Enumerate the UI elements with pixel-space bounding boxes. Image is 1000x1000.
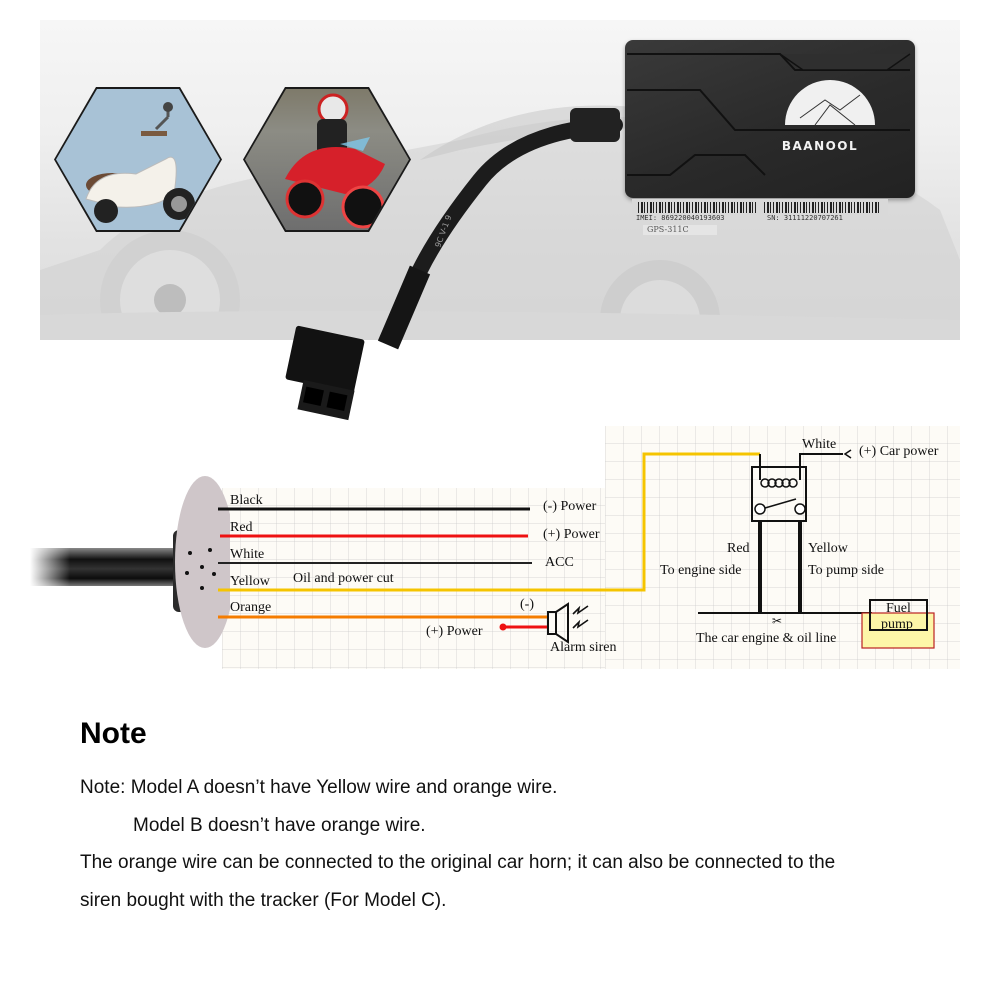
relay-white-label: White	[802, 437, 837, 452]
note-line-model-c: siren bought with the tracker (For Model…	[80, 890, 447, 911]
note-line-model-a: Note: Model A doesn’t have Yellow wire a…	[80, 777, 558, 798]
relay-yellow-label: Yellow	[808, 541, 848, 556]
wire-label-black: Black	[230, 493, 263, 508]
wire-label-yellow: Yellow	[230, 574, 270, 589]
device-grooves	[627, 53, 911, 176]
positive-power-label: (+) Power	[543, 527, 600, 542]
note-heading: Note	[80, 717, 147, 750]
harness-connector	[30, 476, 230, 648]
model-tag: GPS-311C	[643, 225, 717, 235]
wiring-lines: ✂	[218, 449, 935, 649]
fuel-label: Fuel	[886, 601, 911, 616]
imei-text: IMEI: 869220040193603	[636, 214, 725, 222]
relay-red-label: Red	[727, 541, 750, 556]
engine-side-label: To engine side	[660, 563, 742, 578]
imei-barcode	[638, 202, 756, 213]
wire-label-orange: Orange	[230, 600, 272, 615]
diagram-grid-background-left	[222, 488, 605, 669]
car-power-label: (+) Car power	[859, 444, 939, 459]
alarm-siren-icon	[547, 602, 589, 644]
gps-tracker-device: BAANOOL	[625, 40, 915, 198]
negative-power-label: (-) Power	[543, 499, 597, 514]
motorcycle-hexagon	[243, 87, 411, 232]
wire-label-white: White	[230, 547, 265, 562]
oil-line-label: The car engine & oil line	[696, 631, 837, 646]
sn-text: SN: 31111220707261	[767, 214, 843, 222]
tracker-cable: 9C V-1 9	[377, 108, 623, 350]
pump-side-label: To pump side	[808, 563, 885, 578]
scooter-icon	[85, 102, 195, 223]
alarm-siren-label: Alarm siren	[550, 640, 617, 655]
siren-negative-label: (-)	[520, 597, 534, 612]
note-line-orange-wire: The orange wire can be connected to the …	[80, 852, 836, 873]
motorcycle-icon	[285, 93, 385, 229]
sn-barcode	[764, 202, 880, 213]
siren-positive-label: (+) Power	[426, 624, 483, 639]
acc-label: ACC	[545, 555, 574, 570]
wire-label-red: Red	[230, 520, 253, 535]
brand-logo-text: BAANOOL	[781, 139, 859, 153]
device-barcode-label: IMEI: 869220040193603 SN: 31111220707261	[632, 199, 888, 225]
note-line-model-b: Model B doesn’t have orange wire.	[133, 815, 426, 836]
oil-power-cut-label: Oil and power cut	[293, 571, 394, 586]
scissors-icon: ✂	[772, 614, 782, 628]
pump-label: pump	[881, 617, 913, 632]
relay-icon	[751, 449, 852, 613]
